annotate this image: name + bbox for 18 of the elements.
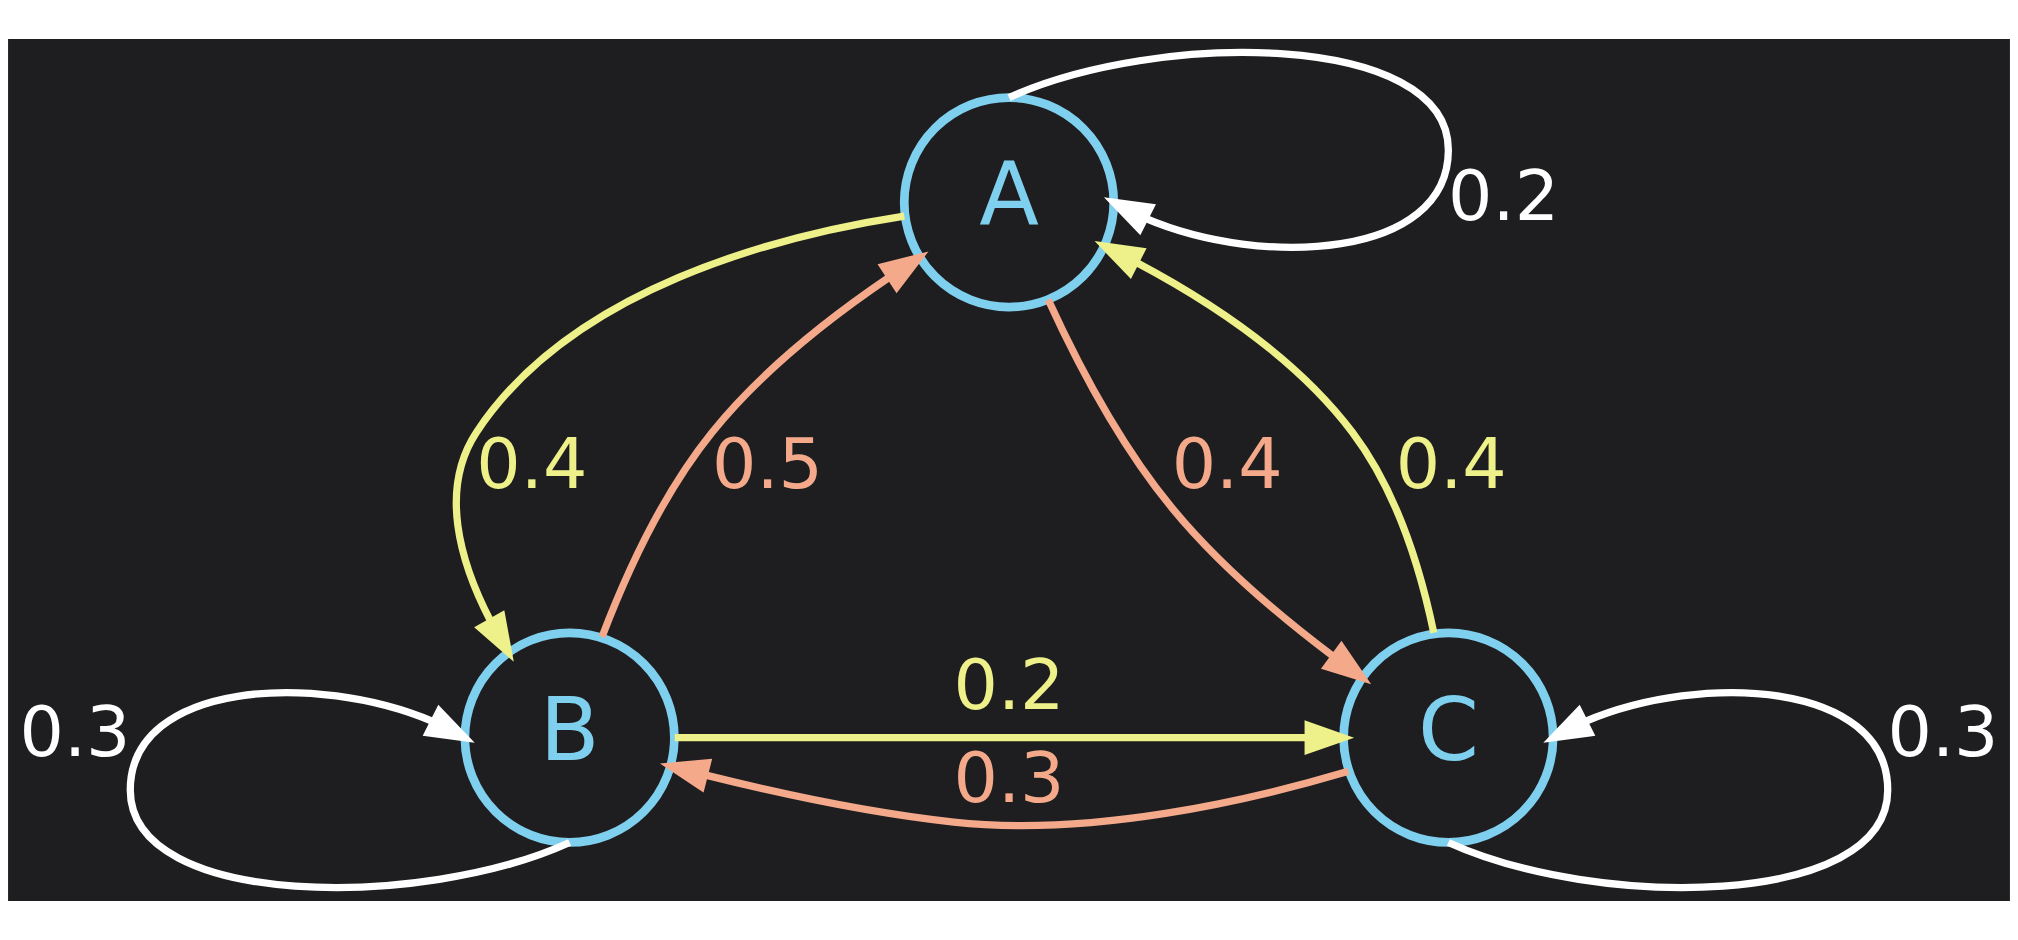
arrow	[452, 212, 905, 662]
arrow	[1094, 241, 1438, 634]
edge-label: 0.2	[1448, 155, 1560, 237]
node-circle: C	[1339, 628, 1558, 847]
edge-label: 0.4	[1171, 423, 1283, 505]
node-circle: A	[899, 93, 1119, 312]
edge-label: 0.4	[476, 423, 588, 505]
arrow	[1044, 298, 1372, 685]
arrow	[674, 720, 1355, 755]
edge-label: 0.2	[953, 644, 1065, 726]
edge-label: 0.5	[711, 423, 824, 505]
arrow	[659, 758, 1350, 830]
edge-label: 0.3	[19, 690, 131, 772]
arrow	[598, 251, 929, 639]
node-circle: B	[460, 628, 679, 847]
edge-label: 0.4	[1395, 423, 1507, 505]
edge-label: 0.3	[1887, 690, 1999, 772]
edge-label: 0.3	[953, 737, 1065, 819]
